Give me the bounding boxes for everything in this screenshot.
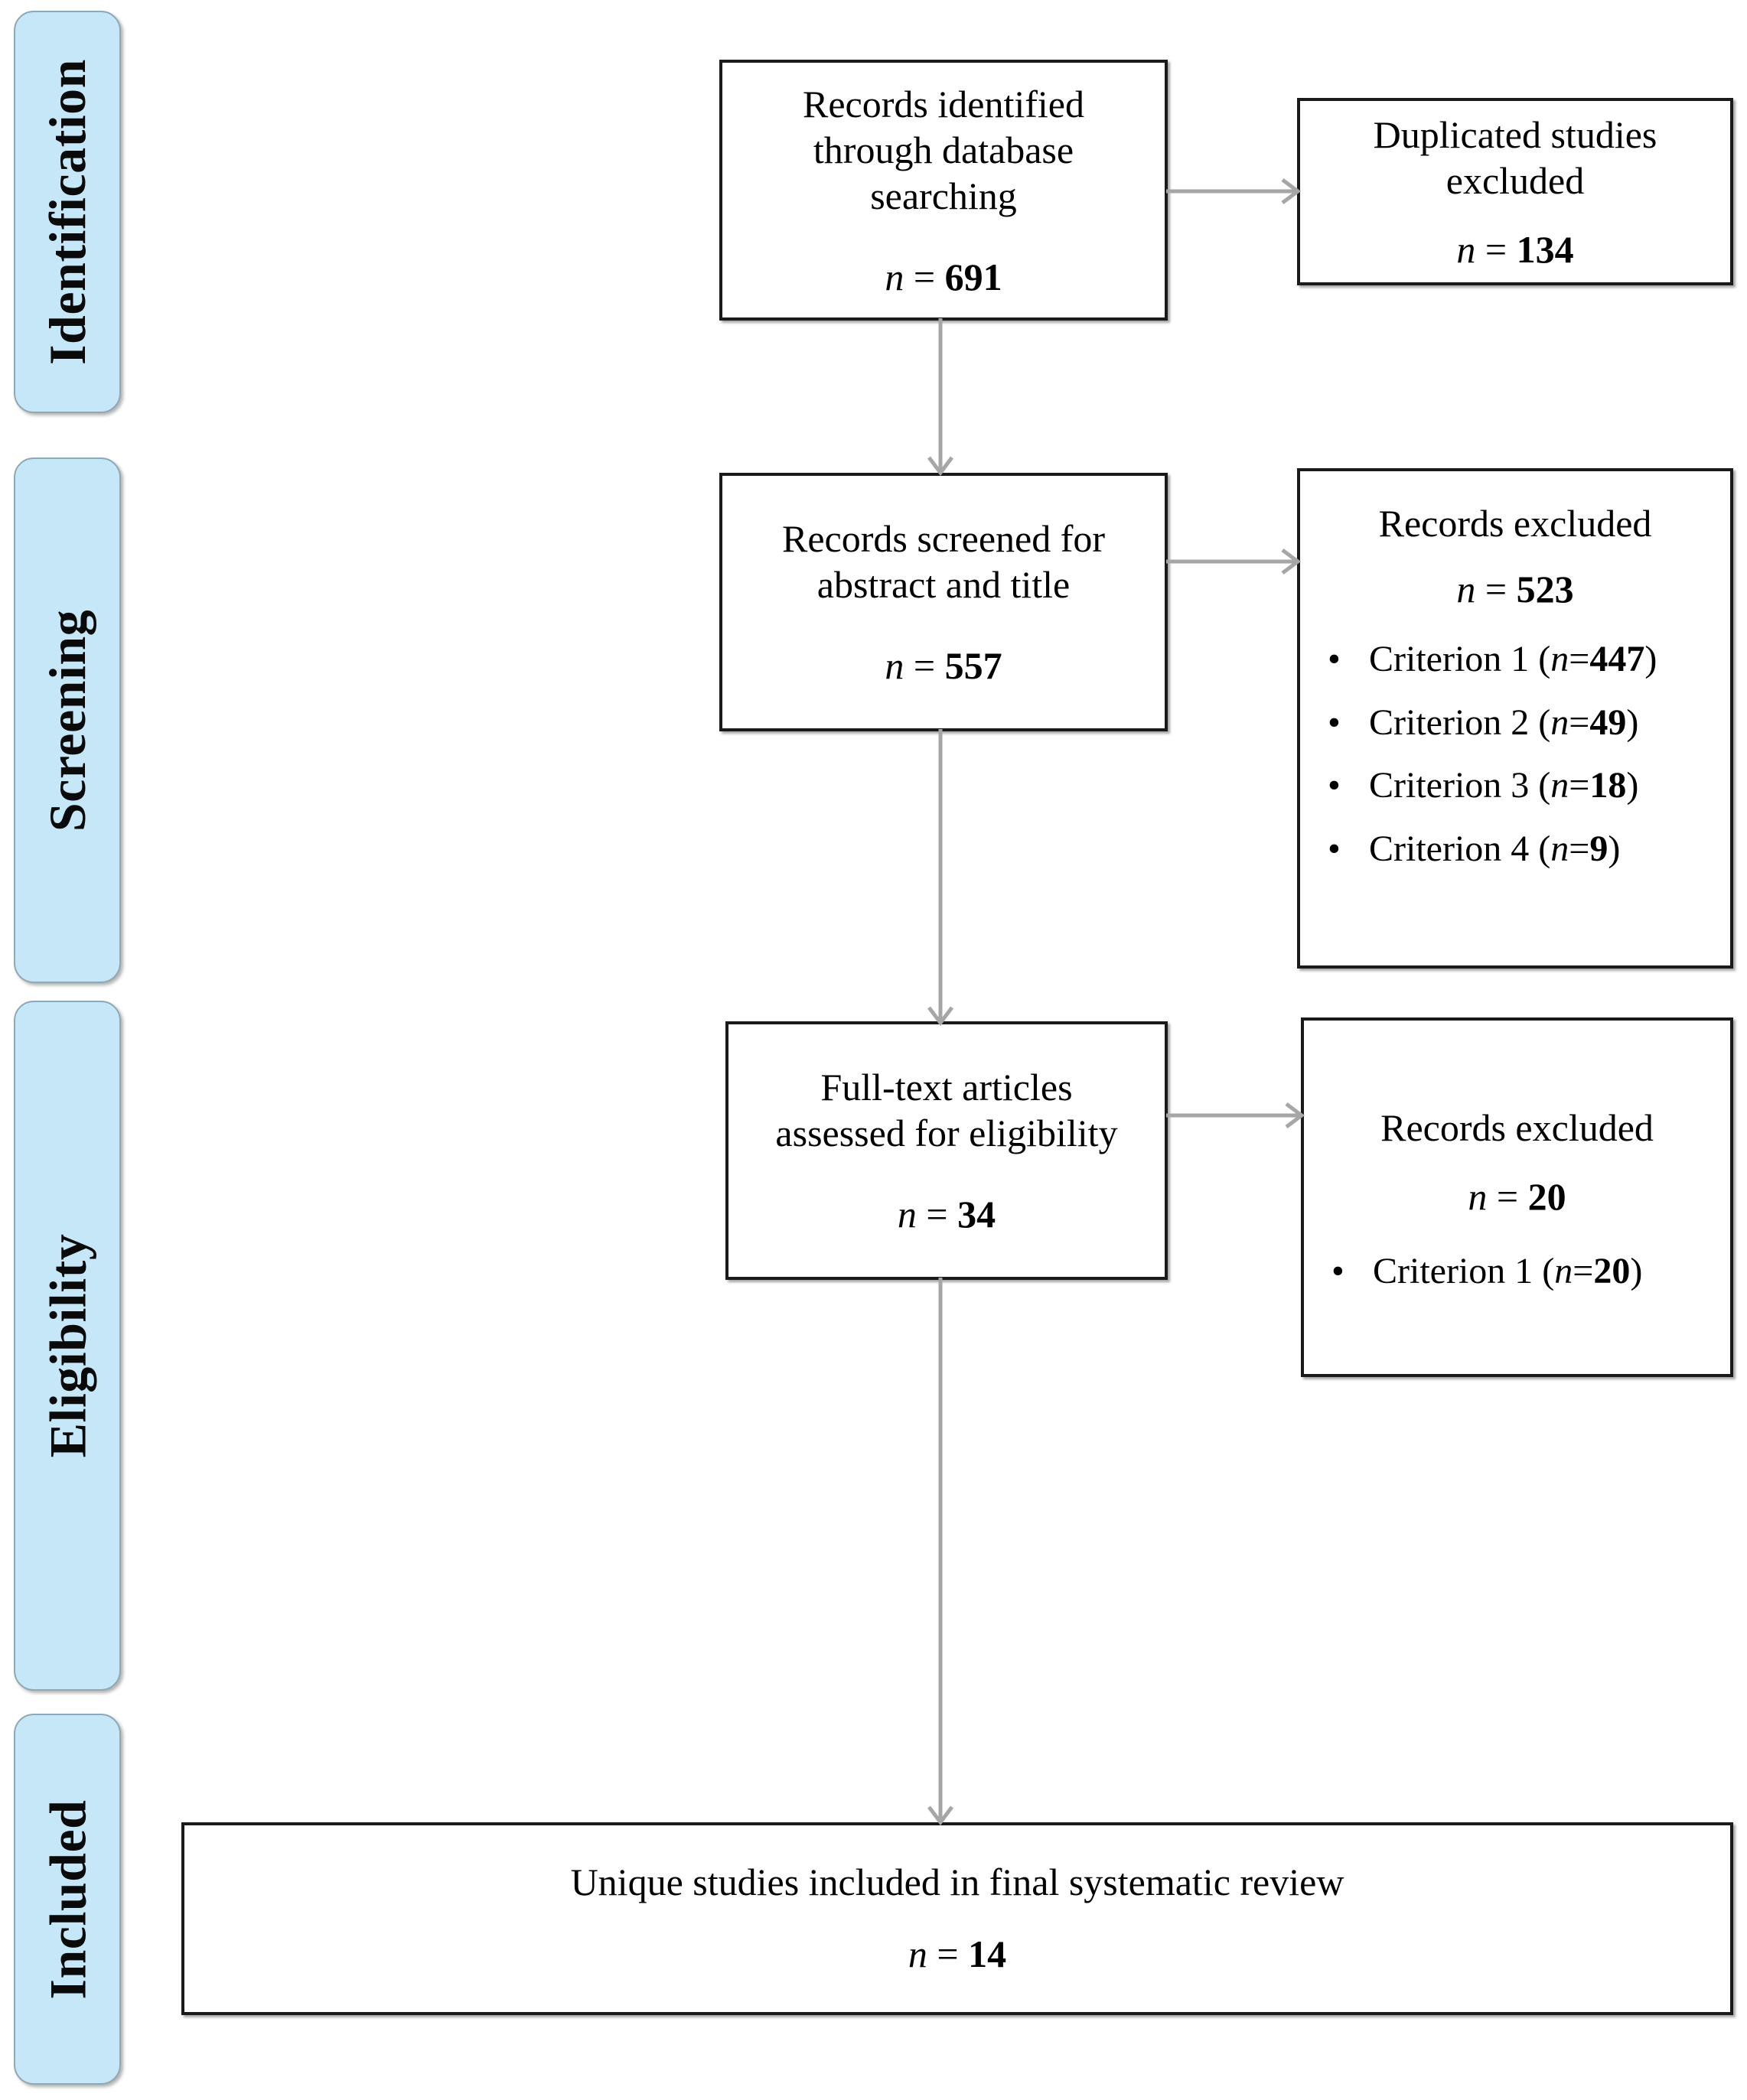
n-symbol: n bbox=[1456, 568, 1476, 610]
arrow-identified-to-screened bbox=[924, 318, 957, 477]
box-records-identified-title: Records identified through database sear… bbox=[803, 82, 1084, 217]
n-value: 34 bbox=[957, 1193, 996, 1236]
arrow-fulltext-to-included bbox=[924, 1278, 957, 1827]
arrow-screened-to-fulltext bbox=[924, 729, 957, 1027]
box-records-excluded-screening: Records excluded n = 523 • Criterion 1 (… bbox=[1297, 468, 1733, 969]
arrow-screened-to-excluded bbox=[1166, 545, 1304, 578]
n-value: 14 bbox=[968, 1932, 1007, 1975]
n-symbol: n bbox=[1550, 828, 1569, 869]
box-duplicates-excluded-title: Duplicated studies excluded bbox=[1373, 112, 1657, 202]
n-symbol: n bbox=[885, 644, 904, 687]
close-paren: ) bbox=[1626, 765, 1639, 806]
criteria-list-screening: • Criterion 1 (n=447) • Criterion 2 (n=4… bbox=[1314, 638, 1716, 871]
n-symbol: n bbox=[1550, 639, 1569, 679]
n-value: 523 bbox=[1516, 568, 1574, 610]
bullet-icon: • bbox=[1328, 765, 1341, 806]
stage-label-screening-text: Screening bbox=[38, 609, 97, 832]
n-value: 9 bbox=[1589, 828, 1608, 869]
box-duplicates-excluded-count: n = 134 bbox=[1456, 226, 1573, 272]
close-paren: ) bbox=[1626, 702, 1639, 743]
stage-label-eligibility: Eligibility bbox=[14, 1001, 121, 1691]
n-symbol: n bbox=[897, 1193, 917, 1236]
criterion-label: Criterion 3 ( bbox=[1369, 765, 1551, 806]
n-value: 557 bbox=[944, 644, 1002, 687]
criteria-list-eligibility: • Criterion 1 (n=20) bbox=[1318, 1250, 1716, 1294]
box-records-identified-count: n = 691 bbox=[885, 254, 1002, 300]
bullet-icon: • bbox=[1331, 1251, 1344, 1291]
stage-label-eligibility-text: Eligibility bbox=[38, 1233, 96, 1458]
stage-label-identification: Identification bbox=[14, 11, 121, 413]
box-records-screened: Records screened for abstract and title … bbox=[719, 473, 1168, 731]
equals-sign: = bbox=[904, 644, 945, 687]
equals-sign: = bbox=[1569, 765, 1590, 806]
equals-sign: = bbox=[1569, 702, 1590, 743]
box-records-excluded-eligibility: Records excluded n = 20 • Criterion 1 (n… bbox=[1301, 1017, 1733, 1377]
stage-label-screening: Screening bbox=[14, 457, 121, 983]
n-symbol: n bbox=[908, 1932, 927, 1975]
close-paren: ) bbox=[1630, 1251, 1643, 1291]
box-records-identified: Records identified through database sear… bbox=[719, 60, 1168, 321]
n-symbol: n bbox=[1468, 1175, 1488, 1218]
box-records-excluded-screening-title: Records excluded bbox=[1378, 502, 1652, 545]
criterion-label: Criterion 1 ( bbox=[1369, 639, 1551, 679]
n-value: 691 bbox=[944, 255, 1002, 298]
box-studies-included-count: n = 14 bbox=[908, 1931, 1006, 1977]
equals-sign: = bbox=[904, 255, 945, 298]
equals-sign: = bbox=[1487, 1175, 1528, 1218]
stage-label-included-text: Included bbox=[38, 1799, 96, 1999]
n-symbol: n bbox=[1550, 702, 1569, 743]
box-fulltext-assessed-count: n = 34 bbox=[898, 1191, 996, 1237]
box-records-excluded-screening-count: n = 523 bbox=[1456, 566, 1573, 612]
bullet-icon: • bbox=[1328, 702, 1341, 743]
n-value: 20 bbox=[1593, 1251, 1631, 1291]
equals-sign: = bbox=[1475, 227, 1517, 271]
n-value: 134 bbox=[1516, 227, 1574, 271]
equals-sign: = bbox=[1569, 639, 1590, 679]
criterion-label: Criterion 1 ( bbox=[1373, 1251, 1555, 1291]
bullet-icon: • bbox=[1328, 639, 1341, 679]
n-value: 18 bbox=[1589, 765, 1627, 806]
equals-sign: = bbox=[927, 1932, 969, 1975]
n-value: 447 bbox=[1589, 639, 1645, 679]
box-studies-included-title: Unique studies included in final systema… bbox=[570, 1861, 1344, 1903]
box-duplicates-excluded: Duplicated studies excluded n = 134 bbox=[1297, 98, 1733, 285]
box-records-screened-count: n = 557 bbox=[885, 643, 1002, 689]
criterion-item: • Criterion 3 (n=18) bbox=[1314, 764, 1716, 808]
box-studies-included: Unique studies included in final systema… bbox=[181, 1822, 1733, 2015]
n-symbol: n bbox=[1456, 227, 1476, 271]
box-records-screened-title: Records screened for abstract and title bbox=[781, 517, 1106, 606]
equals-sign: = bbox=[1573, 1251, 1594, 1291]
box-records-excluded-eligibility-count: n = 20 bbox=[1468, 1174, 1566, 1219]
criterion-label: Criterion 2 ( bbox=[1369, 702, 1551, 743]
criterion-item: • Criterion 4 (n=9) bbox=[1314, 828, 1716, 871]
equals-sign: = bbox=[1475, 568, 1517, 610]
n-value: 20 bbox=[1527, 1175, 1566, 1218]
n-symbol: n bbox=[1554, 1251, 1573, 1291]
bullet-icon: • bbox=[1328, 828, 1341, 869]
criterion-item: • Criterion 1 (n=20) bbox=[1318, 1250, 1716, 1294]
close-paren: ) bbox=[1644, 639, 1657, 679]
close-paren: ) bbox=[1608, 828, 1621, 869]
n-symbol: n bbox=[885, 255, 904, 298]
stage-label-included: Included bbox=[14, 1714, 121, 2085]
equals-sign: = bbox=[1569, 828, 1590, 869]
criterion-item: • Criterion 1 (n=447) bbox=[1314, 638, 1716, 682]
equals-sign: = bbox=[916, 1193, 958, 1236]
arrow-fulltext-to-excluded bbox=[1166, 1099, 1308, 1132]
criterion-item: • Criterion 2 (n=49) bbox=[1314, 702, 1716, 745]
arrow-identified-to-duplicates bbox=[1166, 174, 1304, 208]
box-fulltext-assessed-title: Full-text articles assessed for eligibil… bbox=[775, 1066, 1118, 1154]
n-symbol: n bbox=[1550, 765, 1569, 806]
criterion-label: Criterion 4 ( bbox=[1369, 828, 1551, 869]
box-records-excluded-eligibility-title: Records excluded bbox=[1380, 1106, 1654, 1149]
n-value: 49 bbox=[1589, 702, 1627, 743]
box-fulltext-assessed: Full-text articles assessed for eligibil… bbox=[725, 1021, 1168, 1280]
stage-label-identification-text: Identification bbox=[38, 59, 96, 365]
